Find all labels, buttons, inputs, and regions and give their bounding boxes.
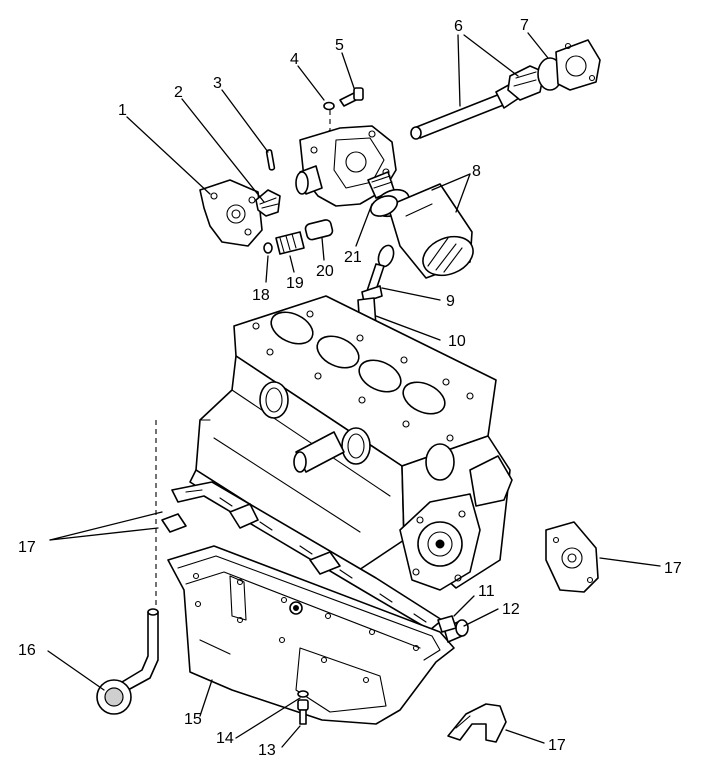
- callout-18: 18: [252, 287, 270, 304]
- callout-10: 10: [448, 333, 466, 350]
- callout-16: 16: [18, 642, 36, 659]
- relief-valve-parts: [263, 219, 334, 255]
- pump-cover-plate: [199, 179, 263, 247]
- callout-13: 13: [258, 742, 276, 759]
- oil-pump-housing: [295, 125, 397, 207]
- callout-21: 21: [344, 249, 362, 266]
- callout-20: 20: [316, 263, 334, 280]
- callout-6: 6: [454, 18, 463, 35]
- leader-lines: [47, 32, 661, 748]
- callout-8: 8: [472, 163, 481, 180]
- callout-12: 12: [502, 601, 520, 618]
- callout-7: 7: [520, 17, 529, 34]
- callout-5: 5: [335, 37, 344, 54]
- callout-11: 11: [478, 583, 495, 600]
- dowel-pin: [265, 149, 276, 171]
- pump-drive-gear: [255, 189, 281, 217]
- oil-pump-shaft: [410, 65, 545, 140]
- callout-1: 1: [118, 102, 127, 119]
- callout-17-bottom: 17: [548, 737, 566, 754]
- oil-pickup-tube: [96, 608, 159, 715]
- dipstick: [361, 244, 395, 303]
- drain-washer: [297, 690, 309, 698]
- rear-seal-half: [447, 703, 507, 743]
- callout-9: 9: [446, 293, 455, 310]
- drain-bolt: [297, 699, 309, 725]
- callout-19: 19: [286, 275, 304, 292]
- callouts: 1 2 3 4 5 6 7 8 9 10 11 12 13 14 15 16 1…: [18, 17, 682, 759]
- washer: [323, 101, 335, 111]
- oil-pan: [167, 545, 455, 725]
- callout-2: 2: [174, 84, 183, 101]
- callout-15: 15: [184, 711, 202, 728]
- filter-gasket: [369, 195, 399, 217]
- rear-seal: [437, 615, 457, 633]
- callout-4: 4: [290, 51, 299, 68]
- callout-14: 14: [216, 730, 234, 747]
- callout-17-left: 17: [18, 539, 36, 556]
- callout-3: 3: [213, 75, 222, 92]
- bolt: [339, 87, 364, 107]
- pan-gasket: [161, 481, 443, 631]
- side-gasket: [545, 521, 599, 593]
- pump-end-cap: [537, 39, 601, 91]
- callout-17-right: 17: [664, 560, 682, 577]
